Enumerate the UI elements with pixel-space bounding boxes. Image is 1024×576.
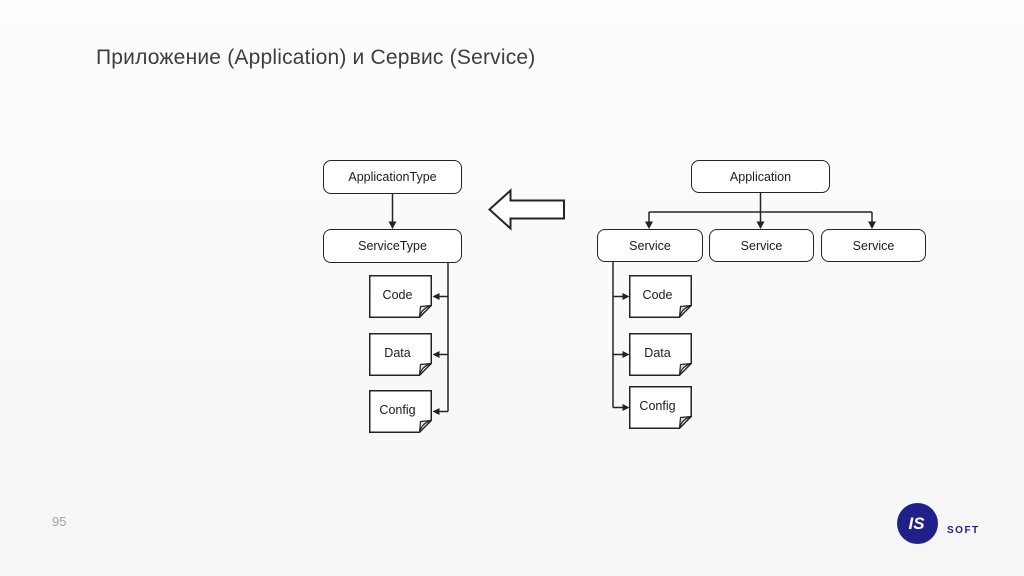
- doc-config-left-label: Config: [379, 402, 416, 417]
- node-service-1-label: Service: [629, 238, 671, 253]
- issoft-logo: IS SOFT: [897, 503, 997, 547]
- issoft-logo-text: SOFT: [947, 525, 980, 536]
- doc-data-left: Data: [369, 333, 432, 376]
- node-service-type: ServiceType: [323, 229, 462, 263]
- doc-code-left-label: Code: [382, 287, 413, 302]
- node-application-type: ApplicationType: [323, 160, 462, 194]
- node-application: Application: [691, 160, 830, 193]
- doc-code-left: Code: [369, 275, 432, 318]
- slide-title: Приложение (Application) и Сервис (Servi…: [96, 46, 536, 69]
- document-icon: [629, 275, 692, 318]
- doc-data-right: Data: [629, 333, 692, 376]
- issoft-logo-mark-text: IS: [908, 513, 925, 533]
- left-block-arrow: [488, 188, 565, 231]
- node-service-type-label: ServiceType: [358, 239, 427, 253]
- doc-code-right: Code: [629, 275, 692, 318]
- node-service-3: Service: [821, 229, 926, 262]
- arrowheads: [388, 221, 876, 415]
- document-icon: [369, 390, 432, 433]
- doc-config-left: Config: [369, 390, 432, 433]
- node-service-2: Service: [709, 229, 814, 262]
- doc-config-right: Config: [629, 386, 692, 429]
- doc-code-right-label: Code: [642, 287, 673, 302]
- doc-data-right-label: Data: [644, 345, 671, 360]
- node-service-2-label: Service: [740, 238, 783, 253]
- node-service-3-label: Service: [852, 238, 895, 253]
- issoft-logo-icon: IS: [897, 503, 938, 544]
- doc-config-right-label: Config: [639, 398, 676, 413]
- page-number: 95: [52, 514, 67, 529]
- node-application-type-label: ApplicationType: [348, 170, 437, 184]
- document-icon: [369, 275, 432, 318]
- document-icon: [369, 333, 432, 376]
- node-application-label: Application: [729, 169, 792, 184]
- doc-data-left-label: Data: [384, 345, 411, 360]
- document-icon: [629, 386, 692, 429]
- node-service-1: Service: [597, 229, 703, 262]
- document-icon: [629, 333, 692, 376]
